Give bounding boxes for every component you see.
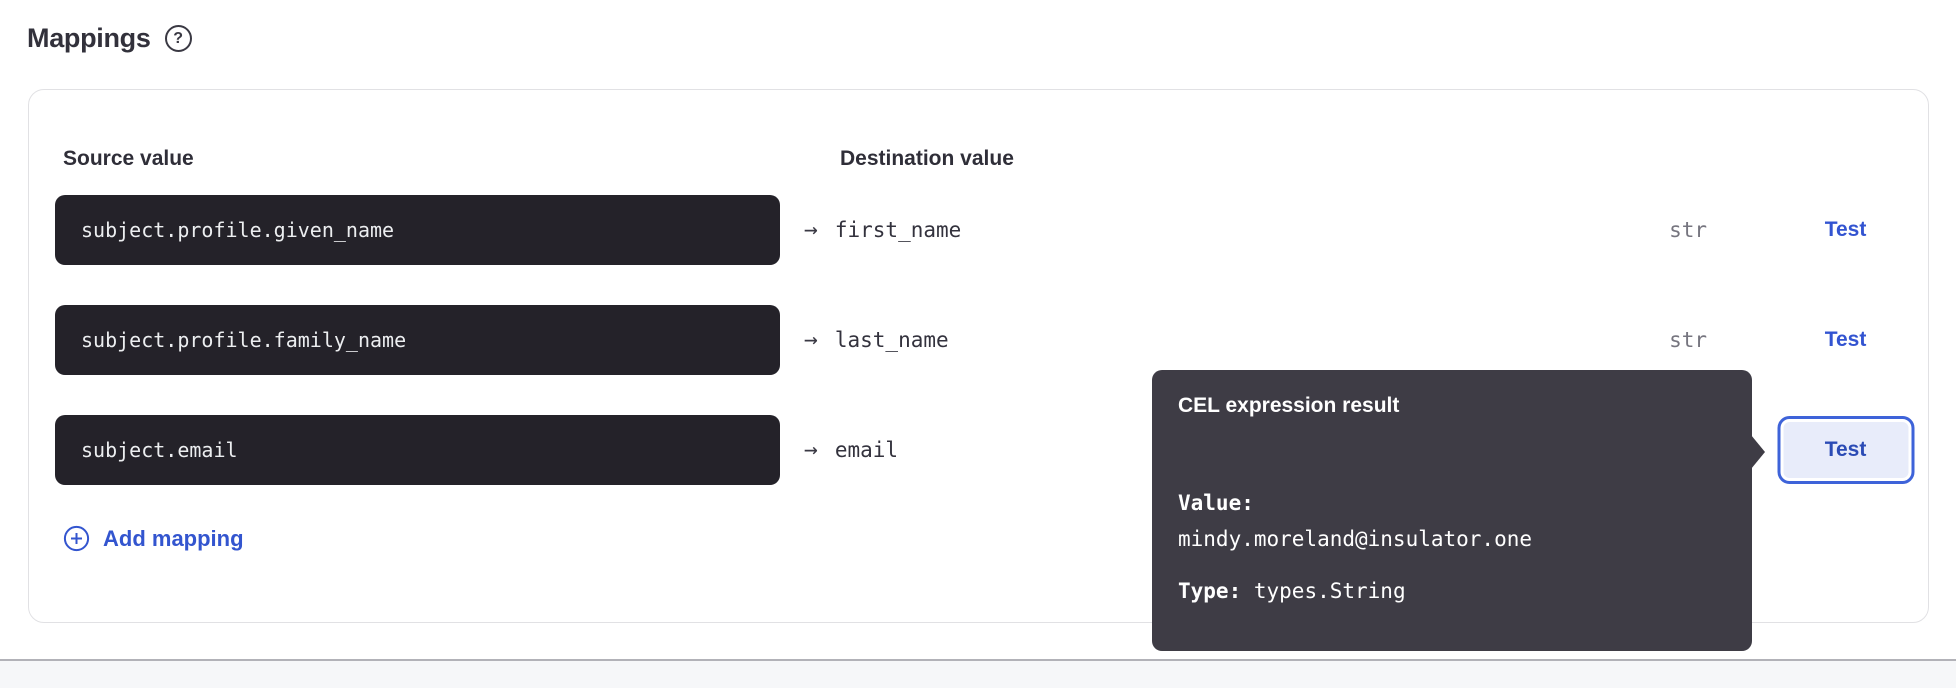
column-headers: Source value Destination value [55,147,1869,171]
type-badge: str [1669,328,1707,352]
cel-result-tooltip: CEL expression result Value: mindy.morel… [1152,370,1765,651]
mappings-card: Source value Destination value subject.p… [28,89,1929,623]
destination-value: email [834,438,899,462]
action-slot: Test [1822,328,1869,352]
source-expression-input[interactable]: subject.email [55,415,780,485]
add-mapping-button[interactable]: Add mapping [55,525,244,552]
tooltip-pointer [1751,435,1765,469]
source-expression-input[interactable]: subject.profile.given_name [55,195,780,265]
mapping-row: subject.profile.given_name → first_name … [55,195,1869,265]
type-badge: str [1669,218,1707,242]
action-slot: Test [1822,218,1869,242]
arrow-right-icon: → [804,437,818,463]
test-button-focused[interactable]: Test [1777,416,1914,484]
help-icon[interactable]: ? [164,25,192,52]
mapping-row: subject.profile.family_name → last_name … [55,305,1869,375]
add-mapping-label: Add mapping [103,526,244,551]
test-link[interactable]: Test [1824,328,1867,351]
section-header: Mappings ? [27,23,192,54]
source-expression-input[interactable]: subject.profile.family_name [55,305,780,375]
mapping-row: subject.email → email Test [55,415,1914,485]
tooltip-value-label: Value: [1178,491,1254,515]
tooltip-title: CEL expression result [1178,394,1400,417]
arrow-right-icon: → [804,327,818,353]
destination-value: first_name [834,218,962,242]
arrow-right-icon: → [804,217,818,243]
test-link[interactable]: Test [1824,218,1867,241]
page-title: Mappings [27,23,151,53]
tooltip-type: Type: types.String [1178,579,1406,603]
bottom-divider [0,659,1956,661]
destination-value: last_name [834,328,949,352]
source-column-header: Source value [63,147,194,170]
destination-column-header: Destination value [840,147,1014,170]
tooltip-value: mindy.moreland@insulator.one [1178,527,1533,551]
add-circle-icon [63,525,90,552]
footer-background [0,661,1956,688]
